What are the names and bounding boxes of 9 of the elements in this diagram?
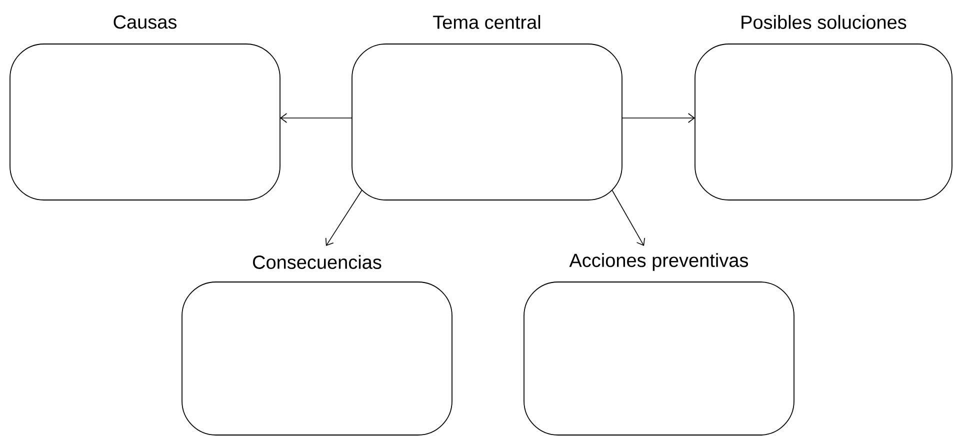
- arrow: [622, 113, 695, 123]
- arrow: [325, 190, 362, 246]
- box-heading: Consecuencias: [253, 255, 382, 269]
- box-heading: Causas: [114, 15, 177, 29]
- arrow: [280, 113, 352, 123]
- box-heading: Acciones preventivas: [569, 253, 748, 271]
- arrow: [612, 190, 645, 246]
- box-heading: Posibles soluciones: [742, 15, 906, 29]
- box-heading: Tema central: [433, 15, 540, 29]
